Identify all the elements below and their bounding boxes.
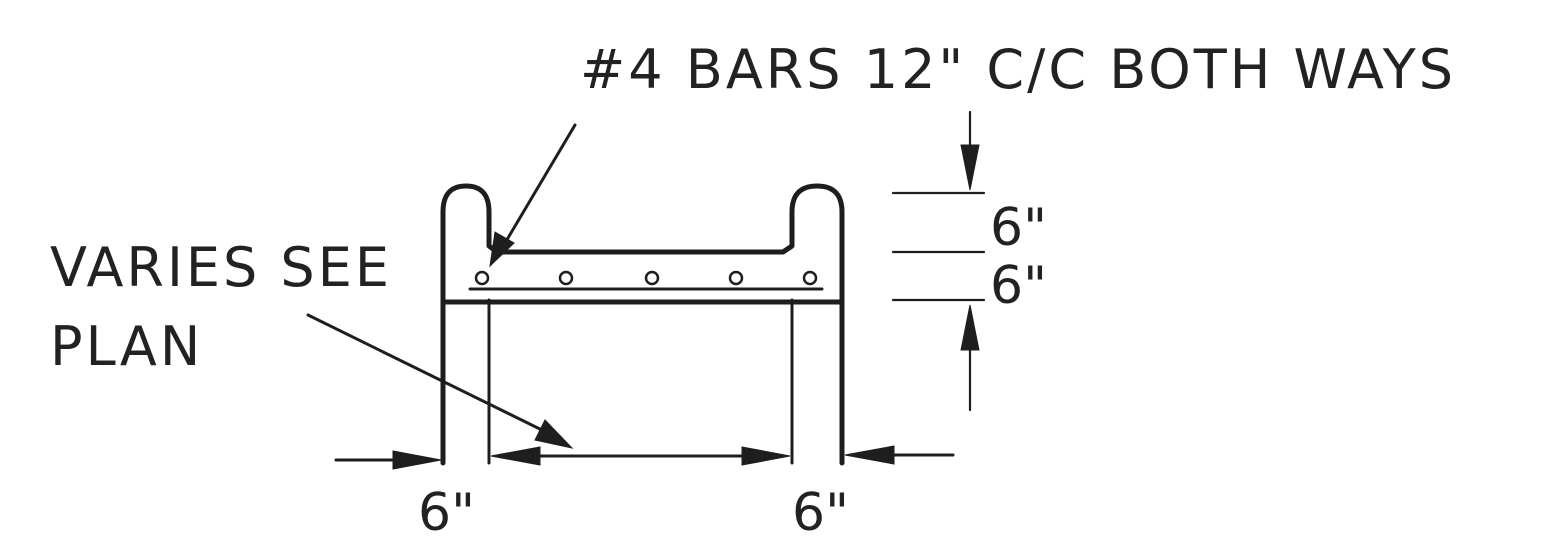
dim-left-wall-label: 6" [418, 483, 475, 543]
dim-clear-span-right-arrowhead [741, 446, 791, 466]
rebar-bar-2 [558, 270, 574, 286]
dim-top-label: 6" [990, 198, 1047, 258]
left-wall-outline [440, 183, 845, 466]
dim-right-wall-label: 6" [792, 483, 849, 543]
rebar-bar-3 [644, 270, 660, 286]
dim-vertical-top-arrowhead [960, 144, 980, 191]
dim-bottom-label: 6" [990, 256, 1047, 316]
rebar-callout-label: #4 BARS 12" C/C BOTH WAYS [580, 38, 1456, 101]
rebar-bar-1 [474, 270, 490, 286]
dim-right-outer-arrowhead [844, 445, 895, 465]
varies-leader-arrowhead [534, 419, 574, 449]
rebar-bar-4 [728, 270, 744, 286]
rebar-leader-line [503, 123, 577, 245]
varies-label-line1: VARIES SEE [50, 236, 392, 299]
rebar-leader-arrowhead [489, 231, 515, 268]
varies-label-line2: PLAN [50, 315, 203, 378]
varies-leader-line [306, 313, 550, 435]
dim-left-outer-arrowhead [392, 450, 442, 470]
dim-clear-span-left-arrowhead [490, 446, 541, 466]
rebar-bar-5 [802, 270, 818, 286]
